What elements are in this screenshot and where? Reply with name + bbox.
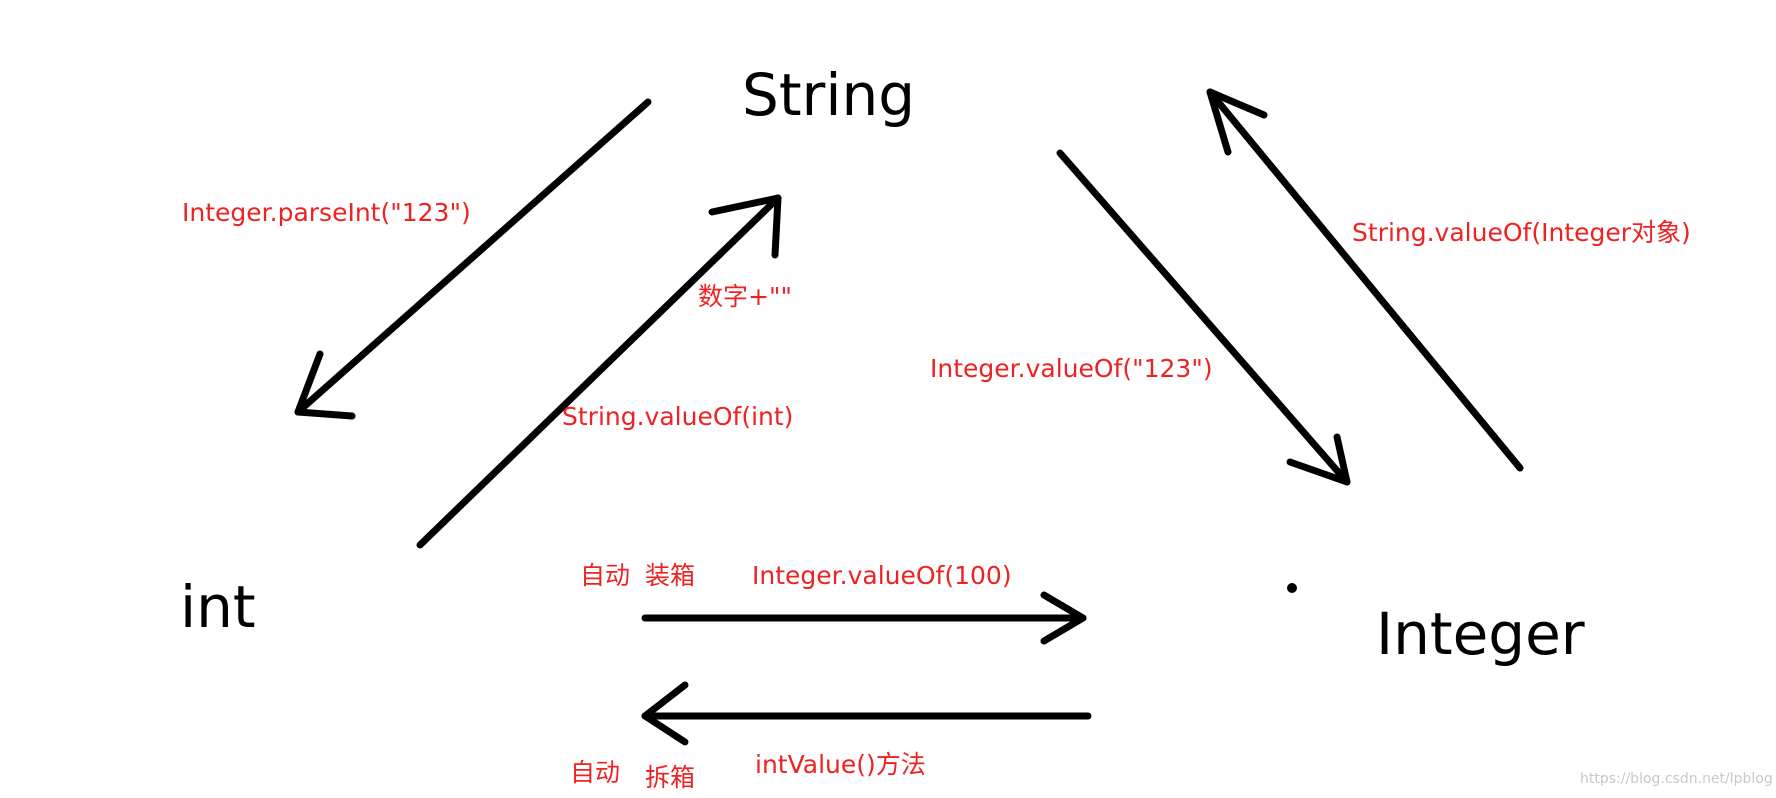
arrow-unbox	[641, 681, 1092, 746]
label-string-value-of-integer: String.valueOf(Integer对象)	[1352, 218, 1691, 247]
label-int-value-method: intValue()方法	[755, 750, 926, 779]
watermark: https://blog.csdn.net/lpblog	[1580, 771, 1773, 787]
label-string-value-of-int: String.valueOf(int)	[562, 402, 794, 431]
label-autobox-word2: 装箱	[645, 561, 696, 590]
node-string: String	[742, 61, 916, 129]
label-unbox-word2: 拆箱	[645, 763, 696, 792]
arrow-int-to-string	[416, 194, 782, 549]
node-int: int	[180, 573, 256, 641]
label-number-plus-empty: 数字+""	[698, 282, 792, 311]
arrow-string-to-integer	[1056, 149, 1351, 486]
label-integer-value-of-100: Integer.valueOf(100)	[752, 561, 1012, 590]
label-integer-value-of-string: Integer.valueOf("123")	[930, 354, 1213, 383]
node-integer: Integer	[1376, 600, 1585, 668]
arrow-string-to-int	[294, 98, 652, 420]
label-parse-int: Integer.parseInt("123")	[182, 198, 471, 227]
arrow-autobox	[641, 591, 1087, 645]
label-autobox-word1: 自动	[580, 561, 631, 590]
label-unbox-word1: 自动	[570, 758, 621, 787]
stray-dot	[1287, 583, 1297, 593]
arrow-integer-to-string	[1206, 88, 1524, 472]
